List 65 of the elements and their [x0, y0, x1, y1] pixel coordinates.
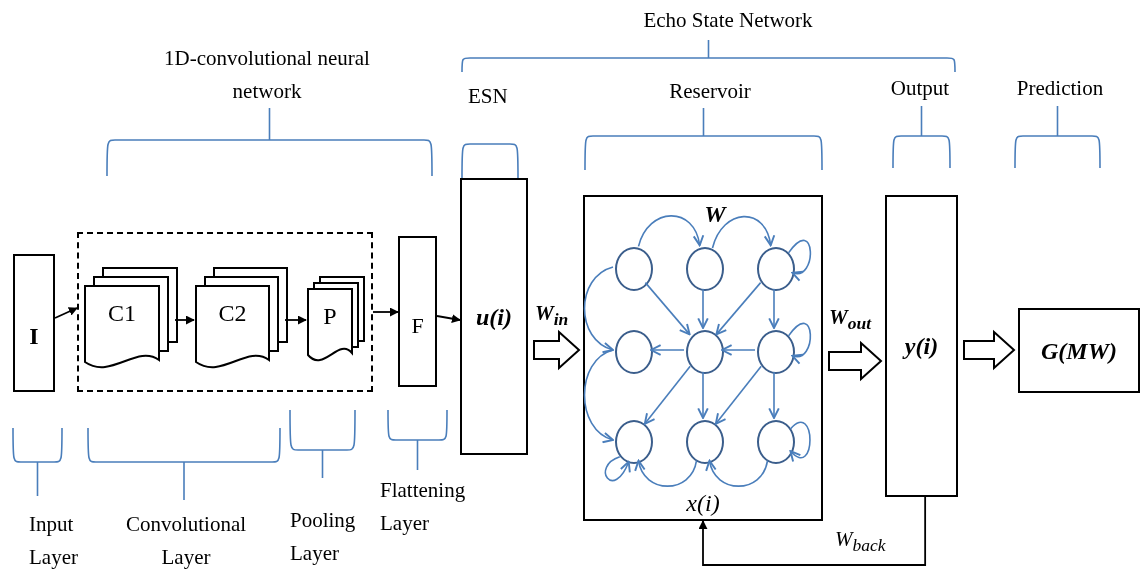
connection-arrow	[714, 365, 762, 425]
layer-label: Output	[889, 75, 951, 102]
node-label: C2	[218, 300, 247, 327]
input-vector-box	[460, 178, 528, 455]
arrow	[698, 496, 927, 566]
connection-arrow	[721, 344, 756, 356]
reservoir-box	[583, 195, 823, 521]
connection-arrow	[697, 288, 709, 329]
layer-label: Pooling Layer	[290, 507, 357, 567]
connection-arrow	[643, 365, 691, 425]
layer-label: Convolutional Layer	[124, 511, 248, 571]
layer-label: Echo State Network	[642, 7, 814, 34]
connection-arrow	[697, 371, 709, 419]
connection-arrow	[583, 266, 614, 352]
dashed-group-box	[77, 232, 373, 392]
connection-arrow	[768, 288, 780, 329]
connection-arrow	[789, 421, 811, 462]
arrow	[372, 307, 399, 317]
node-label: G(MW)	[1041, 337, 1117, 364]
connection-arrow	[644, 281, 691, 336]
node-label: I	[29, 323, 39, 350]
layer-label: ESN	[468, 83, 509, 110]
connection-arrow	[650, 344, 685, 356]
block-arrow	[828, 340, 883, 382]
connection-arrow	[787, 239, 812, 280]
connection-arrow	[637, 215, 704, 248]
node-label: y(i)	[904, 332, 939, 360]
neuron-circle	[686, 330, 724, 374]
neuron-circle	[615, 247, 653, 291]
layer-label: 1D-convolutional neural network	[163, 45, 371, 105]
layer-label: Flattening Layer	[380, 477, 467, 537]
node-label: F	[411, 314, 424, 339]
neuron-circle	[757, 247, 795, 291]
block-arrow	[963, 329, 1016, 371]
layer-label: Prediction	[1015, 75, 1105, 102]
input-box	[13, 254, 55, 392]
neuron-circle	[686, 247, 724, 291]
node-label: C1	[108, 300, 136, 327]
block-arrow	[533, 329, 581, 371]
layer-label: Input Layer	[29, 511, 79, 571]
connection-arrow	[635, 459, 698, 487]
neuron-circle	[757, 420, 795, 464]
connection-arrow	[768, 371, 780, 419]
connection-arrow	[604, 456, 630, 482]
node-label: u(i)	[476, 303, 512, 330]
connection-arrow	[583, 349, 614, 442]
node-label: x(i)	[686, 489, 720, 516]
neuron-circle	[615, 420, 653, 464]
arrow	[54, 307, 78, 319]
arrow	[436, 314, 461, 324]
neuron-circle	[615, 330, 653, 374]
arrow	[284, 315, 307, 325]
flatten-box	[398, 236, 437, 387]
connection-arrow	[706, 459, 769, 487]
node-label: W	[704, 201, 726, 228]
neuron-circle	[757, 330, 795, 374]
arrow	[174, 315, 195, 325]
connection-arrow	[715, 281, 762, 336]
layer-label: Reservoir	[668, 78, 752, 105]
output-box	[885, 195, 958, 497]
node-label: P	[323, 303, 337, 330]
connection-arrow	[711, 215, 775, 249]
connection-arrow	[787, 322, 812, 363]
neuron-circle	[686, 420, 724, 464]
prediction-box	[1018, 308, 1140, 393]
